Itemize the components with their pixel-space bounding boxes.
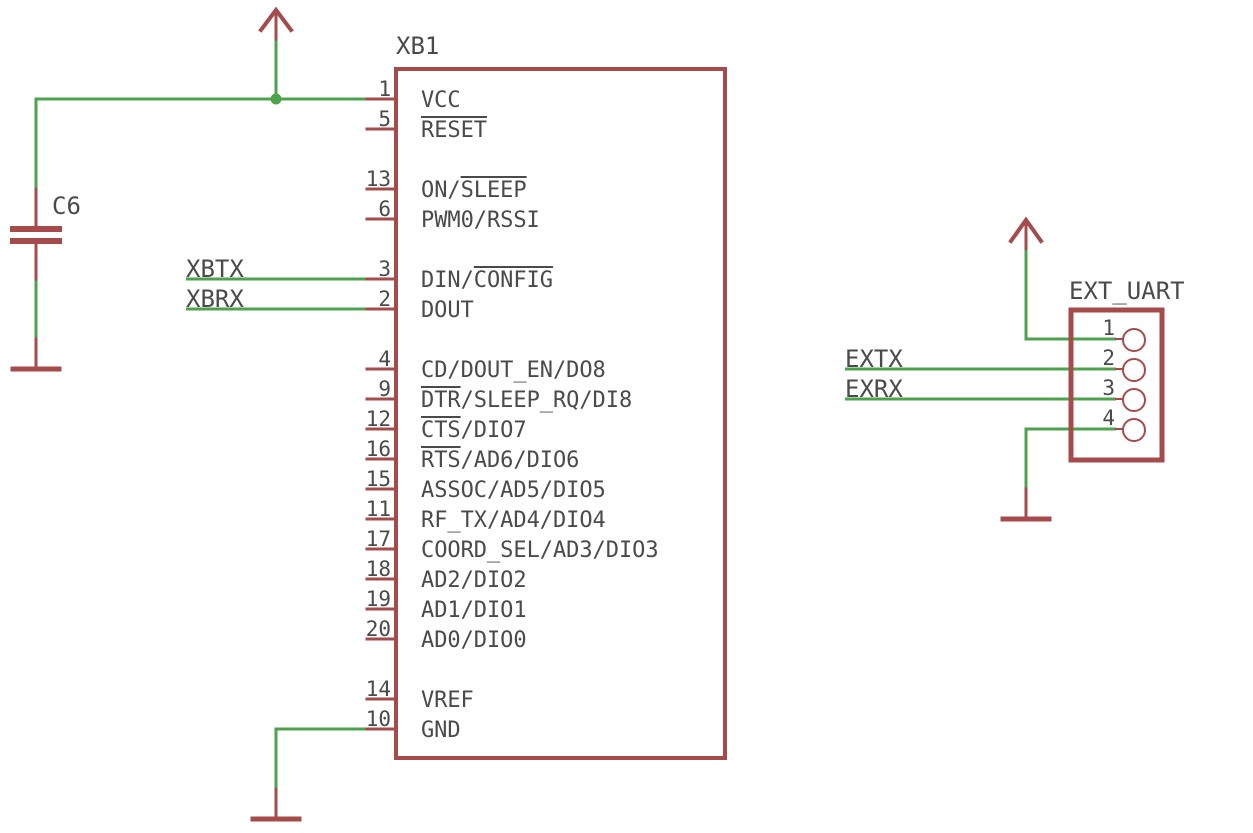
- pin-number: 9: [378, 377, 391, 401]
- pin-number: 17: [366, 527, 391, 551]
- pin-number: 1: [378, 77, 391, 101]
- c6-label: C6: [52, 192, 81, 220]
- xb1-pin[interactable]: 18 AD2/DIO2: [365, 557, 527, 593]
- pin-number: 12: [366, 407, 391, 431]
- xb1-pin[interactable]: 19 AD1/DIO1: [365, 587, 527, 623]
- xb1-pin[interactable]: 10 GND: [365, 707, 461, 743]
- net-label-xbtx: XBTX: [186, 255, 244, 283]
- supply-arrow-ext[interactable]: [1008, 216, 1044, 251]
- xb1-pin[interactable]: 14 VREF: [365, 677, 474, 713]
- wire-xb1-gnd[interactable]: [274, 727, 367, 789]
- connector-ext-uart[interactable]: EXT_UART 1 2 3 4: [1068, 277, 1185, 463]
- pin-pad-icon: [1122, 418, 1146, 442]
- pin-pad-icon: [1122, 328, 1146, 352]
- xb1-pin[interactable]: 17 COORD_SEL/AD3/DIO3: [365, 527, 659, 563]
- pin-number: 14: [366, 677, 391, 701]
- wires: [34, 39, 1116, 789]
- ext-uart-label: EXT_UART: [1069, 277, 1185, 305]
- pin-name: VCC: [421, 88, 461, 113]
- xb1-pin[interactable]: 2 DOUT: [365, 287, 474, 323]
- pin-number: 16: [366, 437, 391, 461]
- pin-name: RESET: [421, 118, 487, 143]
- pin-number: 15: [366, 467, 391, 491]
- pin-number: 11: [366, 497, 391, 521]
- xb1-pin[interactable]: 12 CTS/DIO7: [365, 407, 527, 443]
- pin-number: 1: [1102, 316, 1115, 340]
- pin-number: 19: [366, 587, 391, 611]
- xb1-pin[interactable]: 16 RTS/AD6/DIO6: [365, 437, 580, 473]
- pin-number: 2: [1102, 346, 1115, 370]
- xb1-pin[interactable]: 13 ON/SLEEP: [365, 167, 527, 203]
- xb1-body: [394, 67, 727, 760]
- pin-name: AD2/DIO2: [421, 568, 527, 593]
- xb1-pin[interactable]: 11 RF_TX/AD4/DIO4: [365, 497, 606, 533]
- pin-number: 20: [366, 617, 391, 641]
- wire-vcc-net[interactable]: [34, 97, 367, 189]
- xb1-pins: 1 VCC 5 RESET 13 ON/SLEEP 6 PWM0/RSSI 3 DIN/CONFI…: [365, 77, 659, 743]
- ext-uart-pin[interactable]: 4: [1102, 406, 1146, 442]
- ext-uart-pin[interactable]: 3: [1102, 376, 1146, 412]
- ground-xb1[interactable]: [250, 787, 302, 822]
- pin-pad-icon: [1122, 388, 1146, 412]
- xb1-pin[interactable]: 15 ASSOC/AD5/DIO5: [365, 467, 606, 503]
- pin-number: 4: [1102, 406, 1115, 430]
- pin-name: GND: [421, 718, 461, 743]
- pin-number: 4: [378, 347, 391, 371]
- pin-name: AD0/DIO0: [421, 628, 527, 653]
- pin-name: RTS/AD6/DIO6: [421, 448, 579, 473]
- xb1-pin[interactable]: 20 AD0/DIO0: [365, 617, 527, 653]
- xb1-pin[interactable]: 3 DIN/CONFIG: [365, 257, 553, 293]
- pin-name: COORD_SEL/AD3/DIO3: [421, 538, 659, 563]
- net-label-exrx: EXRX: [845, 375, 903, 403]
- pin-name: PWM0/RSSI: [421, 208, 540, 233]
- pin-name: ASSOC/AD5/DIO5: [421, 478, 606, 503]
- xb1-pin[interactable]: 4 CD/DOUT_EN/DO8: [365, 347, 606, 383]
- pin-name: VREF: [421, 688, 474, 713]
- pin-number: 10: [366, 707, 391, 731]
- ext-uart-pins: 1 2 3 4: [1102, 316, 1146, 442]
- pin-number: 13: [366, 167, 391, 191]
- xb1-pin[interactable]: 1 VCC: [365, 77, 461, 113]
- ground-ext[interactable]: [1000, 487, 1052, 522]
- pin-name: RF_TX/AD4/DIO4: [421, 508, 606, 533]
- pin-name: DOUT: [421, 298, 474, 323]
- junction-dot: [270, 93, 282, 105]
- pin-number: 6: [378, 197, 391, 221]
- wire-ext-gnd[interactable]: [1024, 427, 1116, 489]
- net-label-xbrx: XBRX: [186, 285, 244, 313]
- pin-name: CTS/DIO7: [421, 418, 527, 443]
- xb1-pin[interactable]: 5 RESET: [365, 107, 487, 143]
- pin-number: 2: [378, 287, 391, 311]
- ext-uart-pin[interactable]: 1: [1102, 316, 1146, 352]
- ext-uart-pin[interactable]: 2: [1102, 346, 1146, 382]
- pin-name: CD/DOUT_EN/DO8: [421, 358, 606, 383]
- xbee-module-xb1[interactable]: XB1 1 VCC 5 RESET 13 ON/SLEEP 6 PWM0/RSSI 3 DIN/C…: [365, 32, 727, 760]
- xb1-pin[interactable]: 9 DTR/SLEEP_RQ/DI8: [365, 377, 632, 413]
- pin-number: 5: [378, 107, 391, 131]
- pin-number: 3: [378, 257, 391, 281]
- pin-number: 18: [366, 557, 391, 581]
- pin-pad-icon: [1122, 358, 1146, 382]
- pin-name: DIN/CONFIG: [421, 268, 553, 293]
- pin-name: ON/SLEEP: [421, 178, 527, 203]
- xb1-label: XB1: [396, 32, 439, 60]
- ground-c6[interactable]: [10, 337, 62, 372]
- ext-uart-body: [1068, 307, 1165, 463]
- net-label-extx: EXTX: [845, 345, 903, 373]
- capacitor-c6[interactable]: C6: [10, 187, 81, 281]
- pin-number: 3: [1102, 376, 1115, 400]
- xb1-pin[interactable]: 6 PWM0/RSSI: [365, 197, 540, 233]
- arrow-up-icon: [258, 6, 294, 33]
- wire-ext-vcc[interactable]: [1024, 249, 1116, 341]
- supply-arrow-xb1[interactable]: [258, 6, 294, 41]
- arrow-up-icon: [1008, 216, 1044, 244]
- pin-name: DTR/SLEEP_RQ/DI8: [421, 388, 632, 413]
- pin-name: AD1/DIO1: [421, 598, 527, 623]
